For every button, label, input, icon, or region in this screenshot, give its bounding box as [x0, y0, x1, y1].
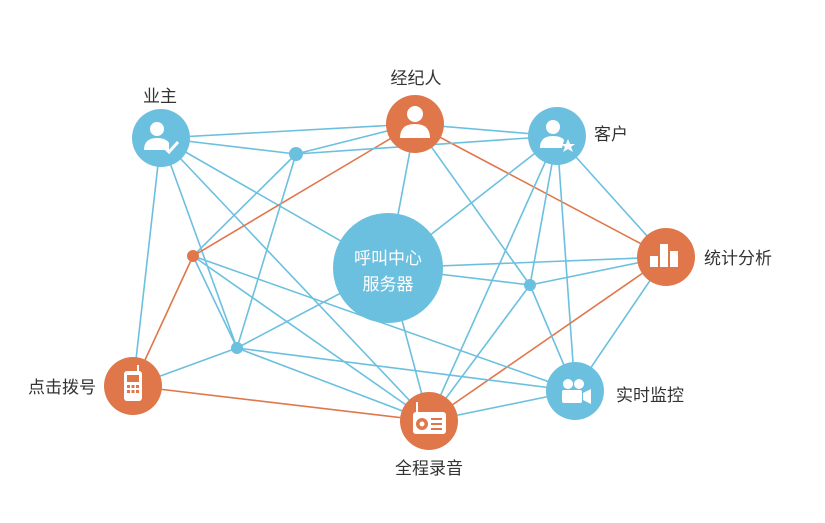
center-label-line1: 呼叫中心 — [354, 249, 422, 269]
stats-label: 统计分析 — [704, 249, 772, 269]
hubs-layer — [187, 147, 536, 354]
user-icon — [400, 106, 430, 138]
link-line — [192, 255, 238, 349]
mobile-phone-icon — [124, 365, 142, 401]
dial-node: 点击拨号 — [28, 357, 162, 415]
link-line — [192, 255, 430, 422]
bar-chart-icon — [650, 244, 678, 267]
record-node: 全程录音 — [395, 392, 463, 479]
owner-label: 业主 — [143, 87, 177, 107]
agent-node: 经纪人 — [386, 69, 444, 153]
agent-label: 经纪人 — [391, 69, 442, 89]
video-camera-icon — [562, 379, 591, 404]
user-check-icon — [144, 122, 180, 155]
stats-node: 统计分析 — [637, 228, 772, 286]
radio-recorder-icon — [413, 402, 446, 434]
dial-label: 点击拨号 — [28, 378, 96, 398]
link-line — [236, 153, 297, 349]
hub-dot — [187, 250, 199, 262]
center-label-line2: 服务器 — [363, 275, 414, 295]
link-line — [192, 255, 576, 392]
call-center-server-node: 呼叫中心 服务器 — [333, 213, 443, 323]
link-line — [160, 123, 416, 139]
link-line — [414, 123, 667, 258]
link-line — [160, 137, 238, 349]
hub-dot — [289, 147, 303, 161]
link-line — [192, 123, 416, 257]
link-line — [428, 135, 558, 422]
monitor-label: 实时监控 — [616, 386, 684, 406]
link-line — [236, 347, 430, 422]
hub-dot — [231, 342, 243, 354]
link-line — [132, 385, 430, 422]
link-line — [132, 137, 162, 387]
hub-dot — [524, 279, 536, 291]
link-line — [236, 347, 576, 392]
customer-node: 客户 — [528, 107, 628, 165]
user-star-icon — [540, 120, 575, 152]
customer-label: 客户 — [594, 125, 628, 145]
link-line — [414, 123, 531, 286]
link-line — [556, 135, 576, 392]
owner-node: 业主 — [132, 87, 190, 167]
link-line — [160, 137, 430, 422]
link-line — [428, 256, 667, 422]
link-line — [192, 153, 297, 257]
record-label: 全程录音 — [395, 459, 463, 479]
monitor-node: 实时监控 — [546, 362, 684, 420]
